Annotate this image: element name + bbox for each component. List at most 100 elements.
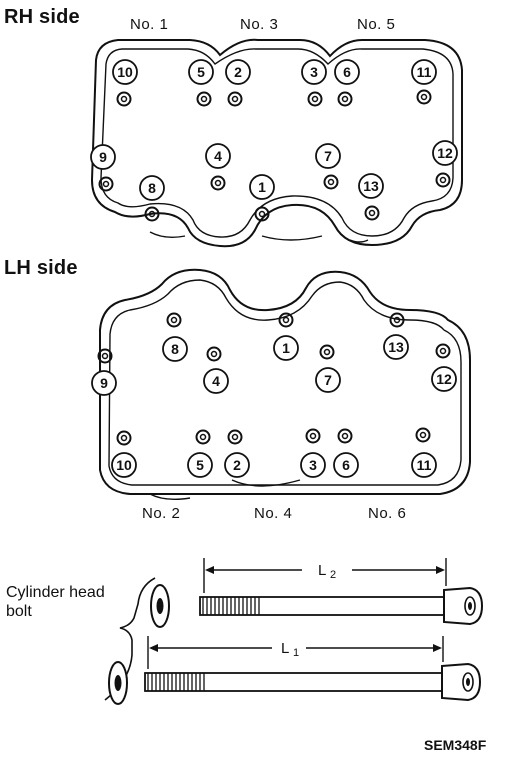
svg-text:12: 12 (437, 145, 453, 161)
bolt-hole (116, 430, 132, 446)
washer-lower (108, 661, 128, 705)
svg-text:10: 10 (116, 457, 132, 473)
bolt-number-marker: 3 (301, 59, 327, 85)
bolt-number-marker: 5 (188, 59, 214, 85)
bolt-hole (364, 205, 380, 221)
bolt-hole (144, 206, 160, 222)
svg-text:13: 13 (388, 339, 404, 355)
svg-text:1: 1 (282, 340, 290, 356)
bolt-number-marker: 9 (90, 144, 116, 170)
bolt-hole (416, 89, 432, 105)
bolt-long (199, 586, 484, 626)
lh-cylinder-label-4: No. 4 (254, 505, 293, 522)
dimension-l2-label: L (318, 562, 326, 579)
bolt-number-marker: 5 (187, 452, 213, 478)
svg-text:11: 11 (417, 64, 432, 80)
bolt-number-marker: 1 (249, 174, 275, 200)
svg-text:4: 4 (214, 148, 222, 164)
lh-side-title: LH side (4, 257, 78, 279)
bolt-number-marker: 6 (334, 59, 360, 85)
dimension-l1-subscript: 1 (293, 647, 299, 659)
svg-text:7: 7 (324, 372, 332, 388)
bolt-hole (166, 312, 182, 328)
svg-text:5: 5 (196, 457, 204, 473)
bolt-hole (116, 91, 132, 107)
lh-cylinder-label-6: No. 6 (368, 505, 407, 522)
rh-cylinder-label-1: No. 1 (130, 16, 169, 33)
svg-text:8: 8 (171, 341, 179, 357)
bolt-hole (389, 312, 405, 328)
bolt-number-marker: 10 (111, 452, 137, 478)
bolt-hole (206, 346, 222, 362)
bolt-hole (195, 429, 211, 445)
bolt-number-marker: 12 (432, 140, 458, 166)
bolt-hole (227, 429, 243, 445)
svg-text:3: 3 (309, 457, 317, 473)
rh-cylinder-label-5: No. 5 (357, 16, 396, 33)
rh-side-title: RH side (4, 6, 80, 28)
washer-upper (150, 584, 170, 628)
bolt-hole (319, 344, 335, 360)
svg-text:5: 5 (197, 64, 205, 80)
bolt-hole (435, 172, 451, 188)
rh-sequence-markers: 10 5 2 3 6 11 9 4 7 12 8 1 13 (90, 59, 458, 201)
bolt-hole (254, 206, 270, 222)
cylinder-head-bolt-caption: Cylinder head bolt (6, 584, 105, 620)
bolt-short-thread (147, 673, 205, 691)
lh-cylinder-label-2: No. 2 (142, 505, 181, 522)
bolt-number-marker: 9 (91, 370, 117, 396)
bolt-number-marker: 4 (203, 368, 229, 394)
svg-text:1: 1 (258, 179, 266, 195)
bolt-number-marker: 11 (411, 59, 437, 85)
bolt-number-marker: 6 (333, 452, 359, 478)
bolt-number-marker: 8 (162, 336, 188, 362)
rh-bolt-holes (98, 89, 451, 222)
svg-text:11: 11 (417, 457, 432, 473)
svg-text:10: 10 (117, 64, 133, 80)
bolt-number-marker: 13 (358, 173, 384, 199)
figure-code: SEM348F (424, 737, 487, 753)
bolt-number-marker: 13 (383, 334, 409, 360)
bolt-number-marker: 7 (315, 367, 341, 393)
bolt-number-marker: 1 (273, 335, 299, 361)
bolt-number-marker: 12 (431, 366, 457, 392)
bolt-group-brace (104, 577, 156, 701)
bolt-hole (227, 91, 243, 107)
bolt-hole (435, 343, 451, 359)
bolt-number-marker: 2 (224, 452, 250, 478)
svg-text:9: 9 (100, 375, 108, 391)
bolt-number-marker: 3 (300, 452, 326, 478)
bolt-number-marker: 4 (205, 143, 231, 169)
bolt-hole (307, 91, 323, 107)
bolt-hole (98, 176, 114, 192)
bolt-hole (196, 91, 212, 107)
svg-text:6: 6 (343, 64, 351, 80)
bolt-short (144, 662, 482, 702)
bolt-number-marker: 8 (139, 175, 165, 201)
bolt-number-marker: 7 (315, 143, 341, 169)
svg-text:2: 2 (234, 64, 242, 80)
rh-head-outline (90, 38, 463, 248)
svg-text:4: 4 (212, 373, 220, 389)
bolt-hole (415, 427, 431, 443)
bolt-hole (337, 91, 353, 107)
svg-text:2: 2 (233, 457, 241, 473)
svg-text:12: 12 (436, 371, 452, 387)
bolt-number-marker: 2 (225, 59, 251, 85)
svg-text:3: 3 (310, 64, 318, 80)
bolt-hole (97, 348, 113, 364)
svg-text:9: 9 (99, 149, 107, 165)
bolt-hole (337, 428, 353, 444)
bolt-hole (305, 428, 321, 444)
svg-text:6: 6 (342, 457, 350, 473)
bolt-hole (278, 312, 294, 328)
bolt-hole (323, 174, 339, 190)
dimension-l1-label: L (281, 640, 289, 657)
lh-sequence-markers: 8 1 13 9 4 7 12 10 5 2 3 6 11 (91, 334, 457, 478)
rh-cylinder-label-3: No. 3 (240, 16, 279, 33)
dimension-l1 (147, 636, 444, 669)
bolt-number-marker: 10 (112, 59, 138, 85)
bolt-hole (210, 175, 226, 191)
lh-bolt-holes (97, 312, 451, 446)
